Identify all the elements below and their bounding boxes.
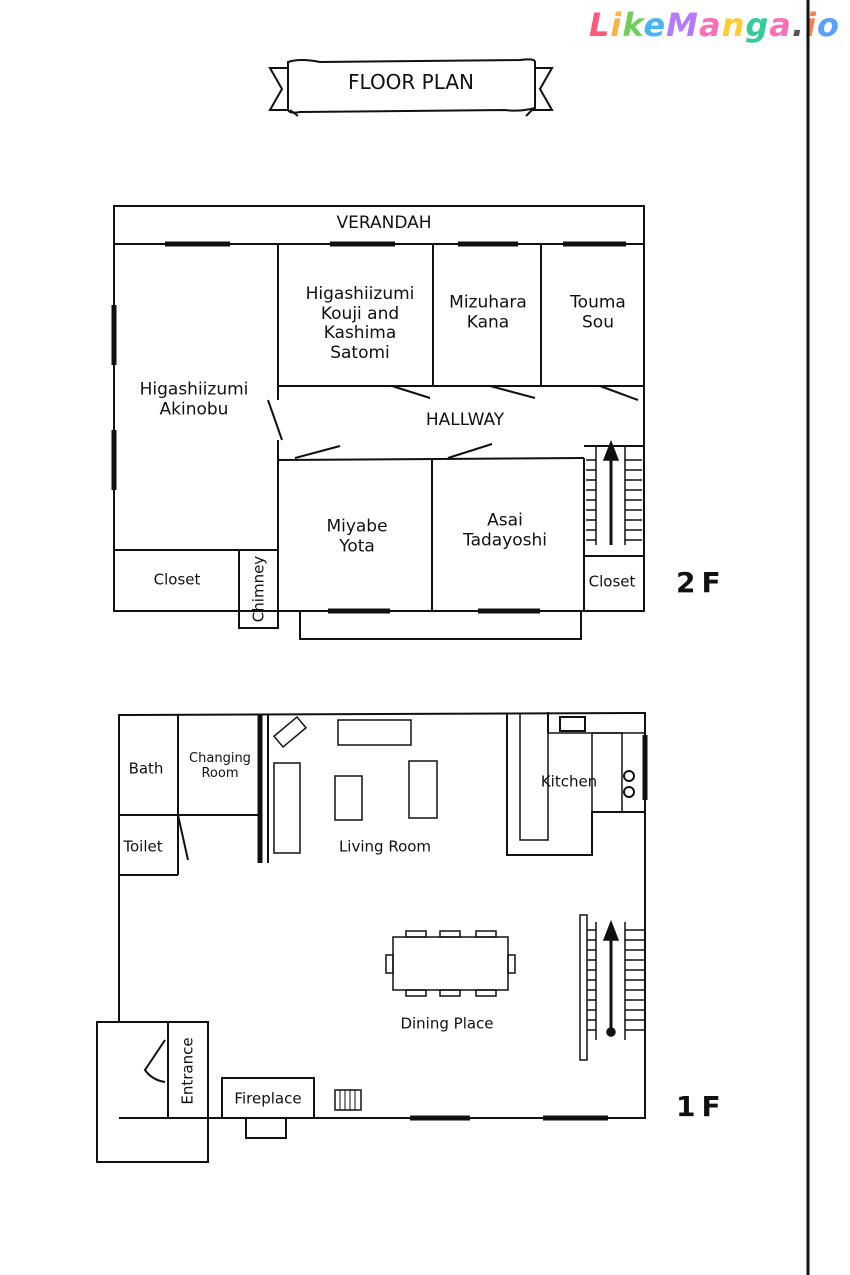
watermark-letter: g: [745, 6, 770, 44]
watermark-letter: .: [791, 6, 806, 44]
dining-table: [385, 930, 516, 997]
second-floor-stairs: [586, 439, 642, 545]
room-label-closet-right: Closet: [588, 572, 636, 591]
watermark-letter: L: [588, 6, 611, 44]
second-floor-walls: [111, 205, 645, 640]
room-label-miyabe: Miyabe Yota: [326, 516, 388, 556]
first-floor-walls: [96, 711, 648, 1163]
watermark-letter: k: [622, 6, 644, 44]
living-room-furniture: [272, 715, 438, 854]
room-label-toilet: Toilet: [123, 837, 163, 856]
watermark-letter: o: [817, 6, 840, 44]
room-label-chimney: Chimney: [249, 555, 268, 623]
room-label-akinobu: Higashiizumi Akinobu: [139, 379, 249, 419]
watermark-logo: LikeManga.io: [589, 6, 840, 44]
watermark-letter: i: [805, 6, 818, 44]
watermark-letter: i: [610, 6, 623, 44]
room-label-verandah: VERANDAH: [336, 213, 432, 234]
room-label-kana: Mizuhara Kana: [449, 292, 527, 332]
floor-tag-1f: 1F: [676, 1090, 727, 1123]
watermark-letter: a: [699, 6, 722, 44]
room-label-bath: Bath: [128, 759, 164, 778]
watermark-letter: a: [769, 6, 792, 44]
room-label-hallway: HALLWAY: [425, 410, 505, 431]
room-label-asai: Asai Tadayoshi: [462, 510, 548, 550]
watermark-letter: e: [643, 6, 667, 44]
page-title: FLOOR PLAN: [348, 70, 474, 94]
room-label-kouji-satomi: Higashiizumi Kouji and Kashima Satomi: [305, 283, 415, 363]
title-ribbon: [268, 58, 554, 117]
room-label-kitchen: Kitchen: [540, 772, 598, 791]
watermark-letter: M: [666, 6, 700, 44]
room-label-touma: Touma Sou: [570, 292, 626, 332]
room-label-dining-place: Dining Place: [400, 1014, 494, 1033]
room-label-closet-left: Closet: [153, 570, 201, 589]
watermark-letter: n: [721, 6, 746, 44]
room-label-entrance: Entrance: [178, 1037, 197, 1105]
room-label-living-room: Living Room: [338, 837, 432, 856]
room-label-fireplace: Fireplace: [234, 1089, 302, 1108]
first-floor-stairs: [579, 914, 645, 1061]
room-label-changing-room: Changing Room: [189, 751, 251, 781]
floor-tag-2f: 2F: [676, 566, 727, 599]
